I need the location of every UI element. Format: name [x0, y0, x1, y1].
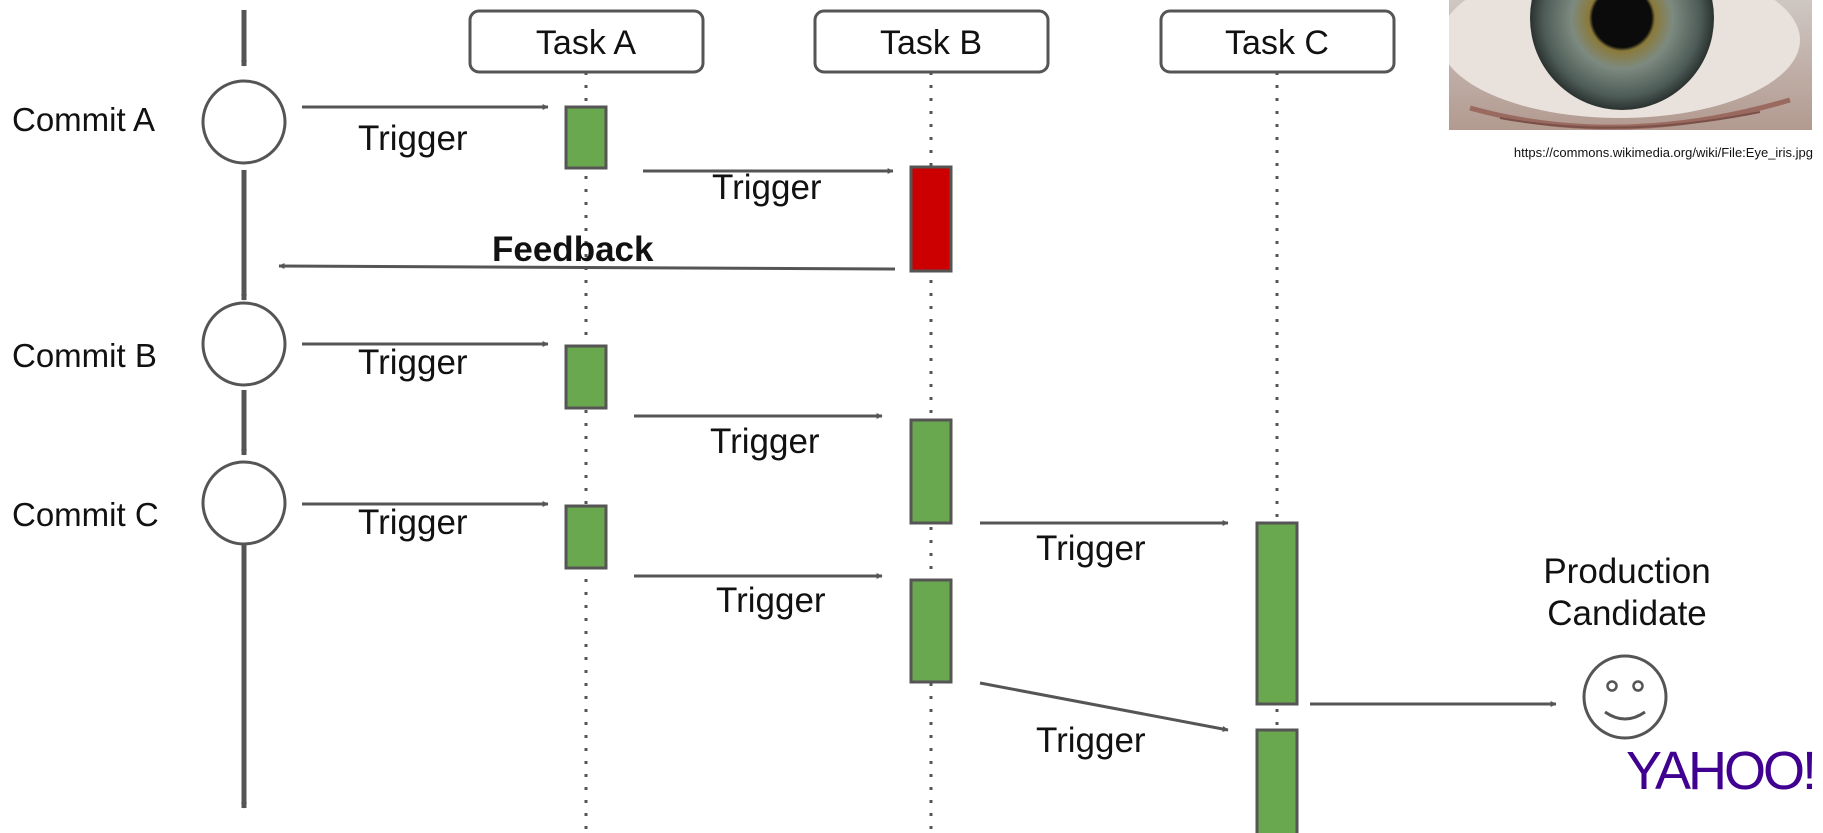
trigger-arrow: Trigger [634, 573, 883, 620]
commit-b-label: Commit B [12, 337, 157, 374]
task-c-column: Task C [1159, 9, 1396, 833]
trigger-label: Trigger [710, 422, 820, 461]
task-c-run-pass [1255, 521, 1299, 706]
trigger-arrow: Trigger [979, 681, 1229, 760]
trigger-arrow: Trigger [980, 520, 1229, 568]
commit-a-node [201, 79, 287, 165]
trigger-label: Trigger [716, 581, 826, 620]
task-c-run-pass [1255, 728, 1299, 833]
commit-c-node [201, 460, 287, 546]
task-a-title: Task A [536, 24, 636, 62]
commit-c: Commit C [12, 460, 287, 546]
task-a-column: Task A [468, 9, 705, 833]
commit-c-label: Commit C [12, 496, 159, 533]
trigger-label: Trigger [358, 503, 468, 542]
trigger-label: Trigger [358, 343, 468, 382]
trigger-label: Trigger [358, 119, 468, 158]
eye-iris-photo [1449, 0, 1812, 130]
commit-b: Commit B [12, 301, 287, 387]
trigger-arrow-line [979, 681, 1229, 732]
task-b-run-pass [909, 418, 953, 525]
commit-a: Commit A [12, 79, 287, 165]
smiley-face-icon [1582, 654, 1668, 740]
trigger-arrow: Trigger [634, 413, 883, 461]
task-b-title: Task B [880, 24, 982, 62]
task-c-title: Task C [1225, 24, 1329, 62]
production-candidate-label-line1: Production [1543, 552, 1710, 591]
task-b-column: Task B [813, 9, 1050, 833]
trigger-arrow: Trigger [643, 168, 894, 207]
task-runs [564, 105, 1299, 833]
task-a-run-pass [564, 344, 608, 410]
trigger-label: Trigger [1036, 721, 1146, 760]
task-b-run-fail [909, 165, 953, 273]
task-b-run-pass [909, 578, 953, 684]
commit-a-label: Commit A [12, 101, 155, 138]
production-candidate-label-line2: Candidate [1547, 594, 1707, 633]
production-candidate: Production Candidate [1543, 552, 1711, 740]
feedback-label: Feedback [492, 230, 654, 269]
feedback-arrow: Feedback [278, 230, 896, 271]
trigger-arrow: Trigger [302, 104, 549, 158]
feedback-arrow-line [278, 263, 896, 271]
trigger-arrow: Trigger [302, 341, 549, 382]
trigger-label: Trigger [1036, 529, 1146, 568]
task-a-run-pass [564, 504, 608, 570]
trigger-label: Trigger [712, 168, 822, 207]
image-credit-caption: https://commons.wikimedia.org/wiki/File:… [1514, 145, 1813, 160]
yahoo-logo: YAHOO! [1626, 741, 1814, 801]
task-a-run-pass [564, 105, 608, 170]
trigger-arrow: Trigger [302, 501, 549, 542]
commit-b-node [201, 301, 287, 387]
